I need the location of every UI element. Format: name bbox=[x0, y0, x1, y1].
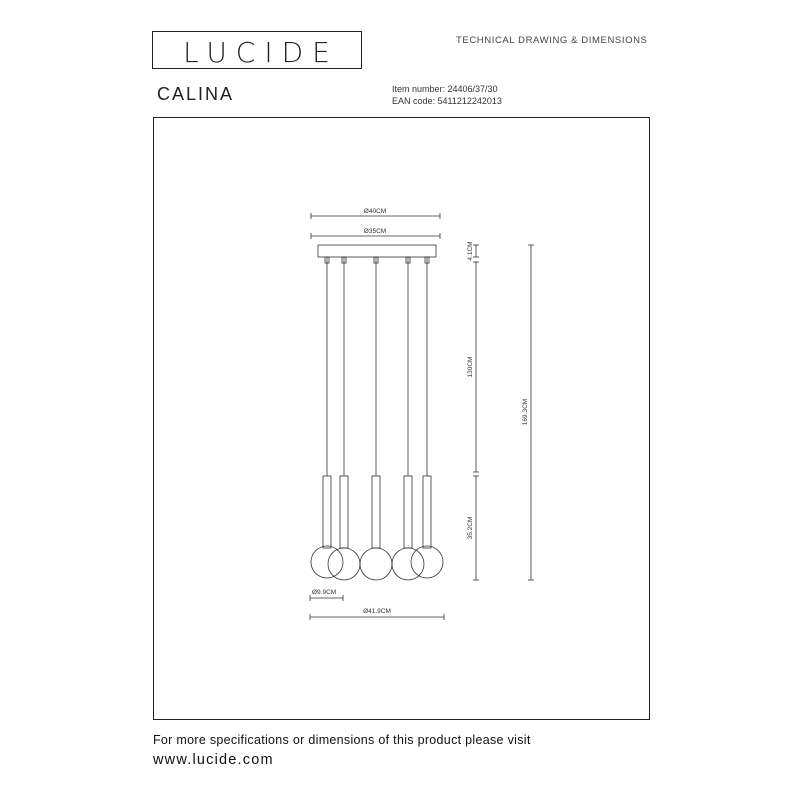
label-lamp-height: 35.2CM bbox=[467, 517, 474, 540]
canopy bbox=[317, 244, 437, 258]
label-globe-diameter: Ø9.9CM bbox=[312, 589, 336, 596]
dim-line-globe-diameter bbox=[309, 595, 344, 601]
brand-logo: LUCIDE bbox=[183, 36, 339, 69]
label-canopy-height: 4.1CM bbox=[467, 241, 474, 260]
item-number: Item number: 24406/37/30 bbox=[392, 84, 498, 94]
lamp-bodies bbox=[322, 475, 432, 549]
dim-line-overall-diameter bbox=[309, 614, 445, 620]
dim-line-canopy-inner bbox=[310, 233, 441, 239]
dim-line-lamp-height bbox=[473, 475, 479, 581]
drawing-frame bbox=[153, 117, 650, 720]
globes bbox=[310, 545, 444, 581]
brand-logo-box: LUCIDE bbox=[152, 31, 362, 69]
ean-code: EAN code: 5411212242013 bbox=[392, 96, 502, 106]
cables bbox=[326, 257, 428, 476]
dim-line-total-height bbox=[528, 244, 534, 581]
dim-line-canopy-outer bbox=[310, 213, 441, 219]
dim-line-canopy-height bbox=[473, 244, 479, 258]
cable-caps bbox=[324, 256, 430, 264]
dim-line-cable-length bbox=[473, 261, 479, 473]
label-canopy-outer: Ø40CM bbox=[364, 208, 386, 215]
footer-info: For more specifications or dimensions of… bbox=[153, 733, 531, 747]
product-name: CALINA bbox=[157, 84, 235, 104]
footer-url-link[interactable]: www.lucide.com bbox=[153, 752, 274, 768]
label-cable-length: 130CM bbox=[467, 357, 474, 378]
label-canopy-inner: Ø35CM bbox=[364, 228, 386, 235]
label-total-height: 169.3CM bbox=[522, 399, 529, 425]
document-title: TECHNICAL DRAWING & DIMENSIONS bbox=[456, 35, 648, 46]
label-overall-diameter: Ø41.9CM bbox=[363, 608, 391, 615]
